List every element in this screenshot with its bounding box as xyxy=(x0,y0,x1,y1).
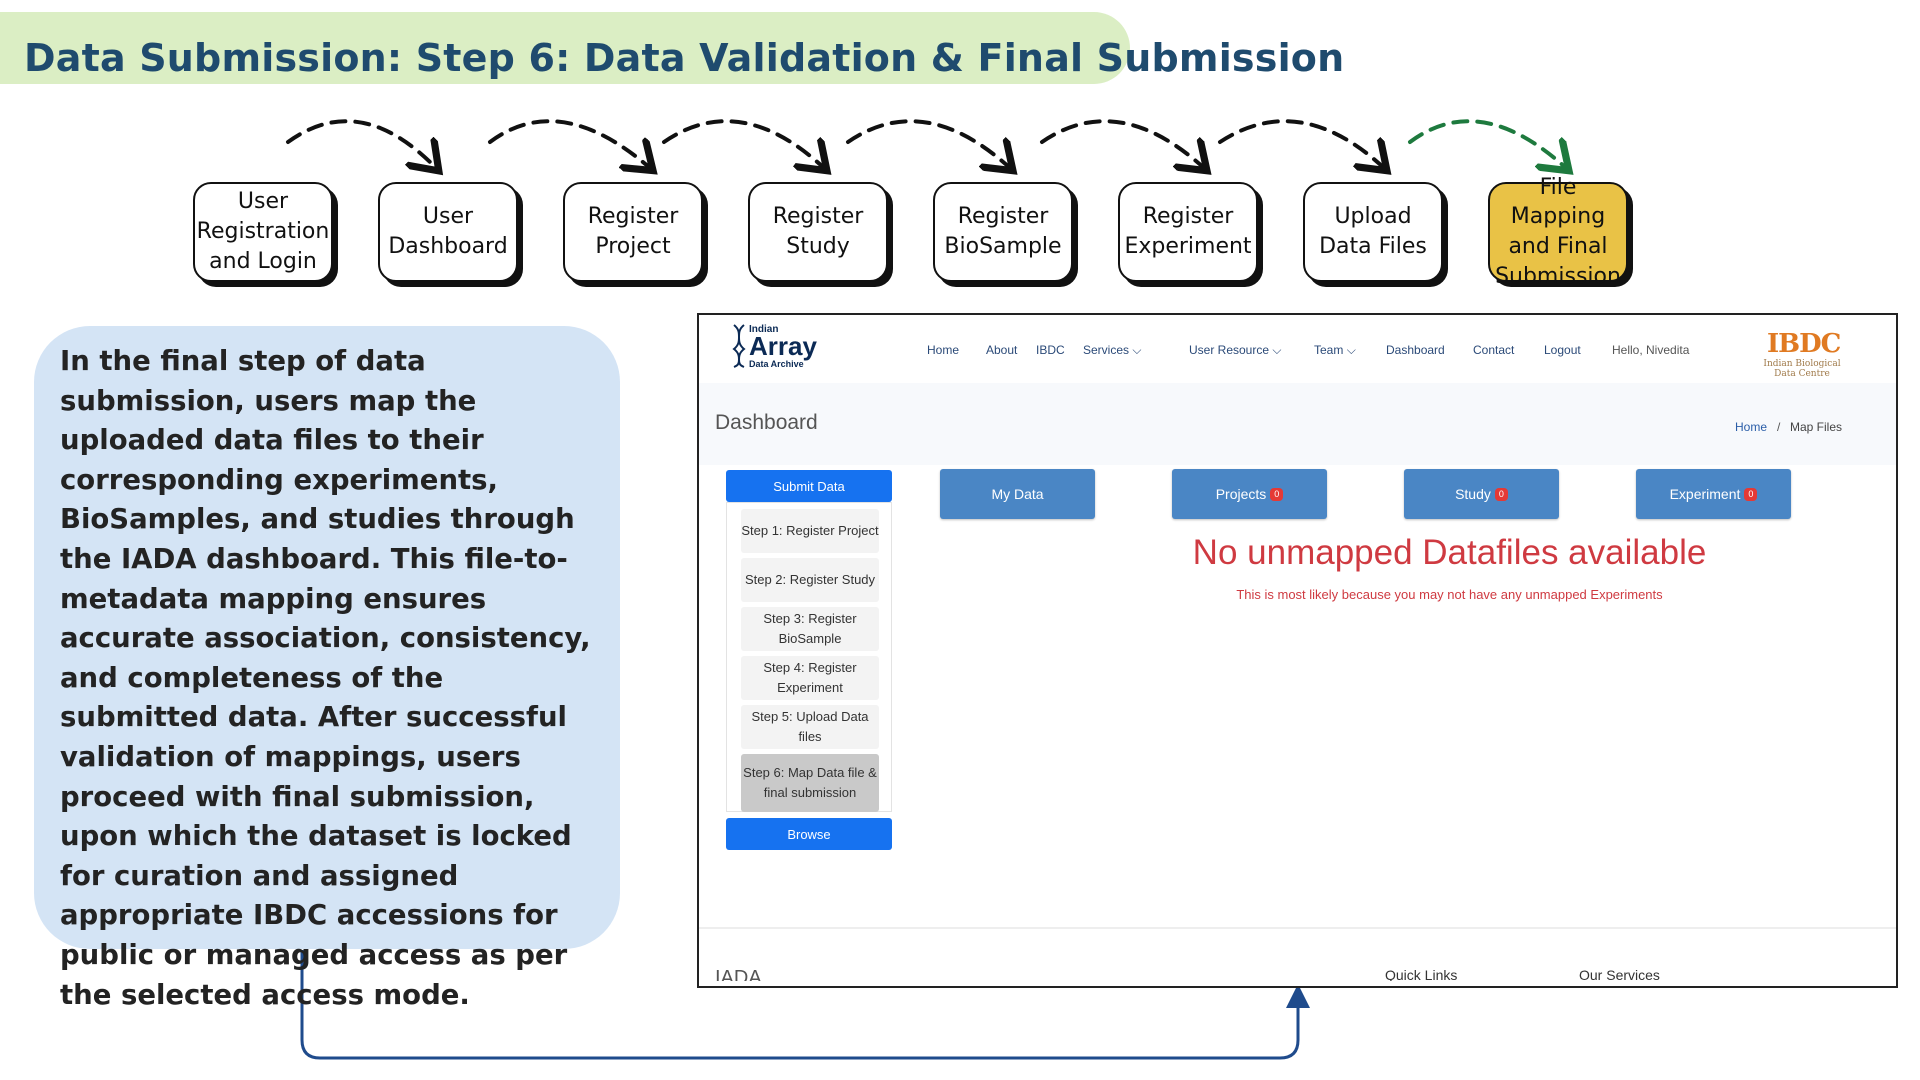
tab-label: Study xyxy=(1455,486,1491,502)
step-label: Register Experiment xyxy=(1124,204,1252,259)
count-badge: 0 xyxy=(1744,487,1758,501)
step-label: Register BioSample xyxy=(944,204,1062,259)
description-bubble: In the final step of data submission, us… xyxy=(34,326,620,1011)
nav-team[interactable]: Team ⌵ xyxy=(1314,343,1356,358)
chevron-down-icon: ⌵ xyxy=(1272,343,1282,357)
step-label: Upload Data Files xyxy=(1319,204,1427,259)
flow-arrow-6 xyxy=(1218,119,1384,168)
footer-heading-quick-links: Quick Links xyxy=(1385,967,1458,981)
flow-arrow-2 xyxy=(488,119,650,168)
dashboard-title: Dashboard xyxy=(715,411,818,434)
nav-label: User Resource xyxy=(1189,343,1270,357)
step-label: Register Study xyxy=(772,204,864,259)
step-label: User Registration and Login xyxy=(196,189,330,274)
flow-arrow-4 xyxy=(846,119,1010,168)
nav-home[interactable]: Home xyxy=(927,343,960,357)
description-text: In the final step of data submission, us… xyxy=(60,345,591,1011)
step-label: File Mapping and Final Submission xyxy=(1495,174,1621,289)
sidebar-step-6[interactable]: Step 6: Map Data file & final submission xyxy=(741,754,879,812)
step-user-dashboard: User Dashboard xyxy=(378,182,518,282)
nav-label: Team xyxy=(1314,343,1344,357)
nav-ibdc[interactable]: IBDC xyxy=(1036,343,1065,357)
sidebar-step-1[interactable]: Step 1: Register Project xyxy=(741,509,879,553)
logo-main-text[interactable]: Array xyxy=(749,331,817,361)
tab-label: Projects xyxy=(1215,486,1267,502)
nav-logout[interactable]: Logout xyxy=(1544,343,1581,357)
browse-button[interactable]: Browse xyxy=(726,818,892,850)
flow-arrow-5 xyxy=(1040,119,1204,168)
user-greeting: Hello, Nivedita xyxy=(1612,343,1690,357)
footer-heading-our-services: Our Services xyxy=(1579,967,1660,981)
step-user-registration: User Registration and Login xyxy=(193,182,333,282)
tab-my-data[interactable]: My Data xyxy=(940,469,1095,519)
empty-state-hint: This is most likely because you may not … xyxy=(1236,587,1663,602)
step-register-study: Register Study xyxy=(748,182,888,282)
step-register-biosample: Register BioSample xyxy=(933,182,1073,282)
ibdc-logo-mark: IBDC xyxy=(1767,329,1841,359)
title-banner: Data Submission: Step 6: Data Validation… xyxy=(0,12,1344,84)
sidebar-step-3[interactable]: Step 3: Register BioSample xyxy=(741,607,879,651)
footer-heading-iada: IADA xyxy=(715,967,762,981)
ibdc-sub-line2: Data Centre xyxy=(1774,369,1830,379)
chevron-down-icon: ⌵ xyxy=(1346,343,1356,357)
step-file-mapping-final-submission: File Mapping and Final Submission xyxy=(1488,175,1628,289)
step-upload-data-files: Upload Data Files xyxy=(1303,182,1443,282)
breadcrumb-current: Map Files xyxy=(1790,420,1843,434)
site-navbar: Indian Array Data Archive Home About IBD… xyxy=(699,315,1896,383)
tab-label: Experiment xyxy=(1669,486,1741,502)
chevron-down-icon: ⌵ xyxy=(1132,343,1142,357)
submit-data-button[interactable]: Submit Data xyxy=(726,470,892,502)
count-badge: 0 xyxy=(1270,487,1284,501)
nav-contact[interactable]: Contact xyxy=(1473,343,1515,357)
empty-state-message: No unmapped Datafiles available xyxy=(1192,533,1707,572)
sidebar-step-5[interactable]: Step 5: Upload Data files xyxy=(741,705,879,749)
dashboard-screenshot: Indian Array Data Archive Home About IBD… xyxy=(697,313,1898,988)
breadcrumb-separator: / xyxy=(1777,420,1781,434)
footer-divider xyxy=(699,927,1896,929)
count-badge: 0 xyxy=(1494,487,1508,501)
nav-about[interactable]: About xyxy=(986,343,1018,357)
flow-arrow-7 xyxy=(1408,119,1566,168)
step-register-project: Register Project xyxy=(563,182,703,282)
sidebar-step-4[interactable]: Step 4: Register Experiment xyxy=(741,656,879,700)
dashboard-header: Dashboard Home / Map Files xyxy=(699,383,1896,465)
step-label: User Dashboard xyxy=(388,204,508,259)
logo-sub-text: Data Archive xyxy=(749,359,804,369)
sidebar-step-2[interactable]: Step 2: Register Study xyxy=(741,558,879,602)
flow-arrow-1 xyxy=(286,119,436,168)
nav-services[interactable]: Services ⌵ xyxy=(1083,343,1141,358)
flow-arrow-3 xyxy=(662,119,824,168)
ibdc-sub-line1: Indian Biological xyxy=(1763,359,1841,369)
step-register-experiment: Register Experiment xyxy=(1118,182,1258,282)
nav-user-resource[interactable]: User Resource ⌵ xyxy=(1189,343,1281,358)
breadcrumb-home[interactable]: Home xyxy=(1735,420,1768,434)
step-label: Register Project xyxy=(587,204,679,259)
nav-label: Services xyxy=(1083,343,1130,357)
nav-dashboard[interactable]: Dashboard xyxy=(1386,343,1445,357)
logo-small-text: Indian xyxy=(749,324,779,335)
dna-icon xyxy=(732,324,746,368)
page-title: Data Submission: Step 6: Data Validation… xyxy=(24,36,1345,80)
